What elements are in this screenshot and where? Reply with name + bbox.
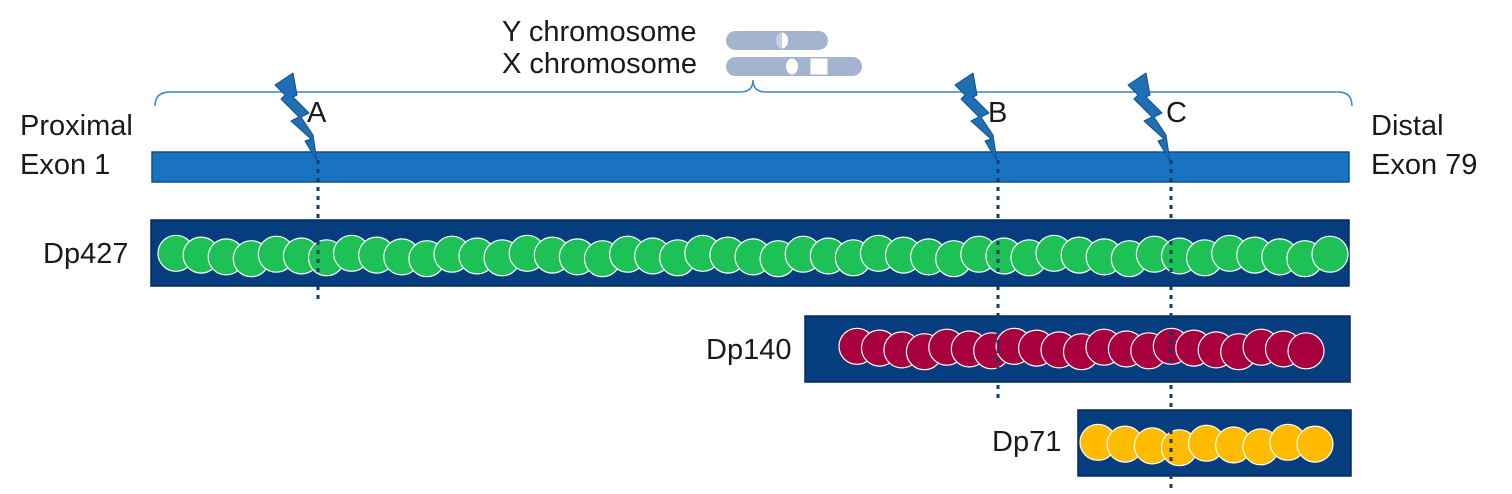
lightning-bolt-c-icon <box>1127 72 1171 162</box>
exon1-label: Exon 1 <box>20 149 110 181</box>
lightning-bolt-shape <box>954 72 998 162</box>
domain-circle <box>1287 332 1325 370</box>
x-chromosome-icon <box>726 57 862 76</box>
breakpoint-b-label: B <box>988 97 1007 129</box>
dp140-label: Dp140 <box>706 334 791 366</box>
lightning-bolt-b-icon <box>954 72 998 162</box>
lightning-bolt-a-icon <box>274 72 318 162</box>
lightning-bolt-shape <box>274 72 318 162</box>
x-chromosome-label: X chromosome <box>502 48 697 80</box>
y-chromosome-icon <box>726 31 828 50</box>
dp71-label: Dp71 <box>992 426 1061 458</box>
lightning-bolt-shape <box>1127 72 1171 162</box>
gene-bar <box>151 151 1350 183</box>
proximal-label: Proximal <box>20 110 133 142</box>
y-chromosome-label: Y chromosome <box>502 16 697 48</box>
dp427-label: Dp427 <box>43 238 128 270</box>
dp427-domains <box>157 234 1349 278</box>
dp71-domains <box>1079 423 1334 467</box>
domain-circle <box>1296 425 1334 463</box>
breakpoint-a-label: A <box>307 97 327 129</box>
breakpoint-c-label: C <box>1166 97 1187 129</box>
dp140-domains <box>838 327 1325 371</box>
distal-label: Distal <box>1371 110 1444 142</box>
domain-circle <box>1311 235 1349 273</box>
gene-bracket <box>154 79 1353 107</box>
exon79-label: Exon 79 <box>1371 149 1477 181</box>
